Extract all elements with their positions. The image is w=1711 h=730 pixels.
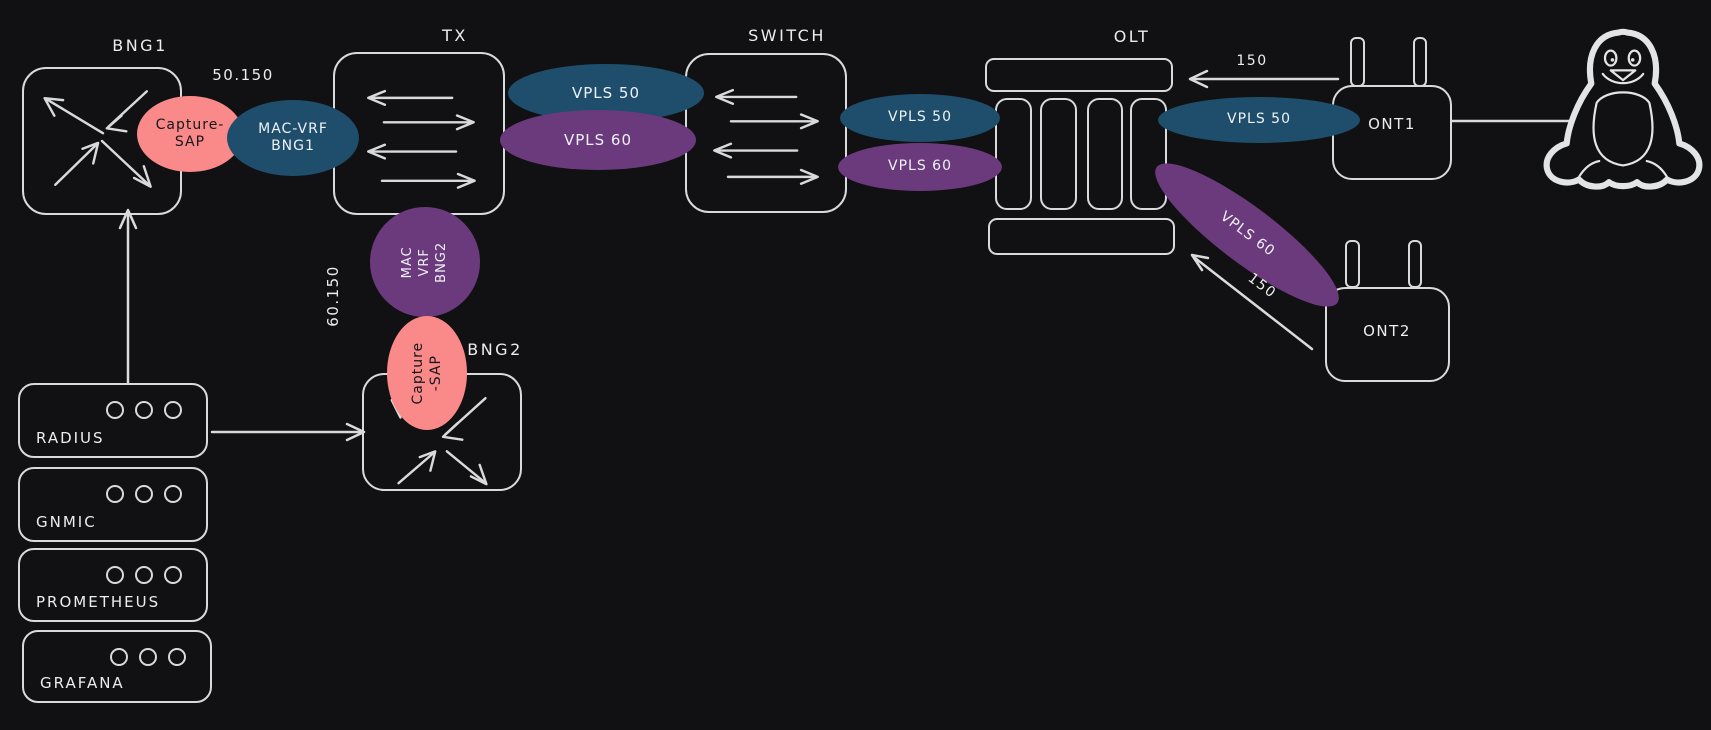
server-leds: [110, 648, 186, 666]
olt-column: [1040, 98, 1077, 210]
vpls60-text: VPLS 60: [563, 130, 633, 149]
capture-sap-bng2-ellipse: Capture -SAP: [387, 316, 467, 430]
grafana-label: GRAFANA: [40, 674, 125, 692]
mac-vrf-bng2-ellipse: MAC VRF BNG2: [370, 207, 480, 317]
capture-sap-bng2-text: Capture: [409, 341, 426, 405]
ont1-antenna: [1413, 37, 1427, 87]
bng1-router-arrows-icon: [43, 90, 152, 188]
mac-vrf-bng2-text: BNG2: [433, 241, 449, 283]
mac-vrf-bng1-text: MAC-VRF: [258, 120, 328, 137]
capture-sap-bng2-text: -SAP: [427, 354, 444, 392]
server-grafana: GRAFANA: [22, 630, 212, 703]
vpls50-text: VPLS 50: [1227, 111, 1291, 128]
ont2-antenna: [1345, 240, 1360, 288]
tx-label: TX: [442, 26, 468, 45]
mac-vrf-bng1-ellipse: MAC-VRF BNG1: [227, 100, 359, 176]
tux-linux-icon: [1543, 28, 1703, 190]
server-prometheus: PROMETHEUS: [18, 548, 208, 622]
bng1-label: BNG1: [112, 36, 168, 55]
vpls50-text: VPLS 50: [571, 83, 641, 102]
arrow-ont1-to-olt: [1188, 69, 1340, 89]
switch-box: [685, 53, 847, 213]
arrow-radius-to-bng1: [118, 208, 138, 385]
arrow-ont2-to-olt: [1190, 253, 1314, 351]
arrow-radius-to-bng2: [210, 422, 366, 442]
mac-vrf-bng1-text: BNG1: [271, 138, 315, 154]
capture-sap-bng1-text: SAP: [174, 134, 206, 150]
olt-column: [1130, 98, 1167, 210]
vpls50-ont1-ellipse: VPLS 50: [1158, 97, 1360, 143]
vlan-label-bng2: 60.150: [324, 265, 342, 327]
server-leds: [106, 566, 182, 584]
tx-box: [333, 52, 505, 215]
olt-column: [1087, 98, 1123, 210]
vpls60-tx-ellipse: VPLS 60: [500, 110, 696, 170]
olt-column: [995, 98, 1032, 210]
switch-label: SWITCH: [748, 26, 826, 45]
server-leds: [106, 485, 182, 503]
server-leds: [106, 401, 182, 419]
vpls50-switch-ellipse: VPLS 50: [840, 94, 1000, 142]
mac-vrf-bng2-text: VRF: [416, 247, 432, 277]
ont1-label: ONT1: [1368, 115, 1416, 133]
vlan-label-bng1: 50.150: [212, 66, 274, 84]
olt-top-bar: [985, 58, 1173, 92]
vpls50-text: VPLS 50: [888, 109, 952, 126]
vpls60-text: VPLS 60: [888, 158, 952, 175]
olt-bottom-bar: [988, 218, 1175, 255]
mac-vrf-bng2-text: MAC: [399, 246, 415, 278]
capture-sap-bng1-ellipse: Capture- SAP: [137, 96, 243, 172]
capture-sap-bng1-text: Capture-: [155, 116, 225, 133]
olt-label: OLT: [1113, 27, 1151, 46]
tx-arrows-icon: [367, 89, 476, 189]
switch-arrows-icon: [713, 88, 819, 185]
ont2-box: [1325, 287, 1450, 382]
vpls60-switch-ellipse: VPLS 60: [838, 143, 1002, 191]
radius-label: RADIUS: [36, 429, 105, 447]
ont1-antenna: [1350, 37, 1365, 87]
server-gnmic: GNMIC: [18, 467, 208, 542]
vpls60-text: VPLS 60: [1217, 208, 1278, 261]
ont2-label: ONT2: [1363, 322, 1411, 340]
server-radius: RADIUS: [18, 383, 208, 458]
capture-sap-bng2-text-block: Capture -SAP: [409, 342, 445, 405]
mac-vrf-bng2-text-block: MAC VRF BNG2: [400, 241, 451, 282]
bng2-label: BNG2: [467, 340, 523, 359]
ont2-antenna: [1408, 240, 1422, 288]
gnmic-label: GNMIC: [36, 513, 97, 531]
prometheus-label: PROMETHEUS: [36, 593, 161, 611]
vlan-label-ont1: 150: [1236, 53, 1268, 69]
